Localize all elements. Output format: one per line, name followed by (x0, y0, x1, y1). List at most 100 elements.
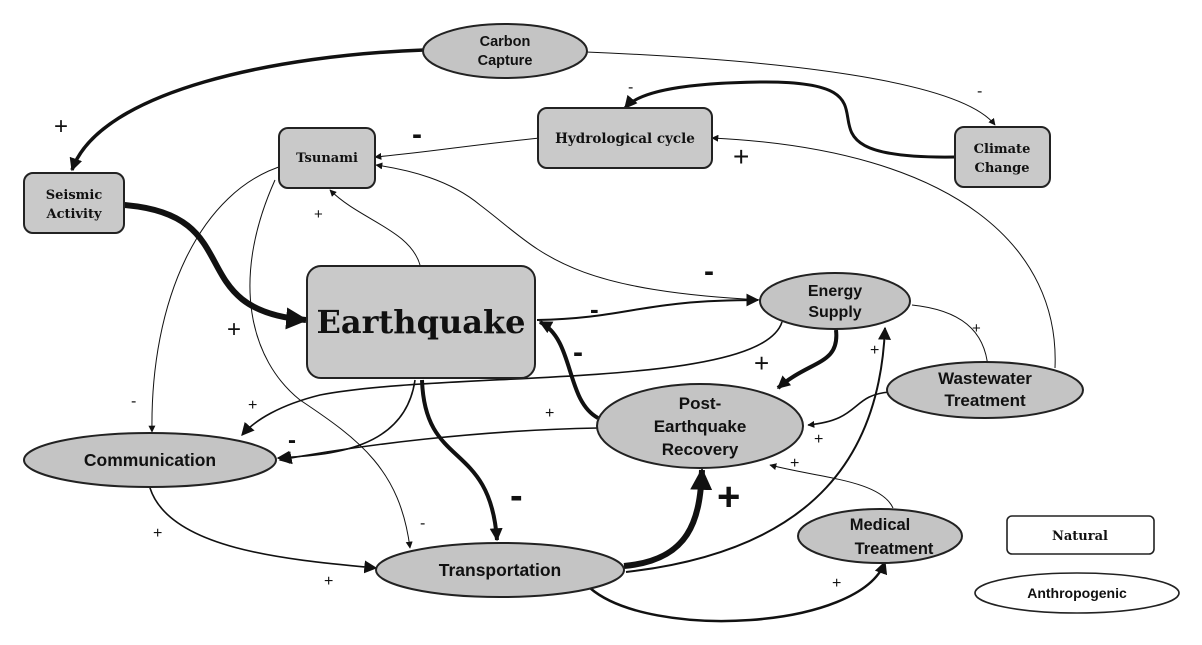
legend-natural-label: Natural (1052, 529, 1108, 544)
node-tsunami: Tsunami (278, 127, 376, 189)
node-tsunami-shape (278, 127, 376, 189)
legend: Natural Anthropogenic (974, 515, 1180, 614)
sign-plus: + (314, 206, 323, 223)
edge-energy-supply-to-recovery (776, 329, 839, 390)
node-label: Treatment (944, 391, 1026, 410)
sign-minus: - (628, 79, 633, 96)
edge-energy-supply-to-communication (241, 321, 783, 436)
node-label: Recovery (662, 440, 739, 459)
sign-minus: - (573, 336, 583, 369)
edge-seismic-activity-to-earthquake (123, 202, 309, 330)
sign-plus: + (814, 431, 823, 448)
legend-anthropogenic-shape (974, 572, 1180, 614)
edge-climate-change-to-hydrological-cycle (623, 80, 956, 159)
sign-plus: + (717, 475, 740, 519)
legend-natural-shape (1006, 515, 1155, 555)
sign-minus: - (288, 427, 296, 454)
sign-minus: - (420, 515, 425, 532)
sign-plus: + (733, 141, 749, 172)
edges (69, 48, 1056, 623)
node-label: Seismic (46, 188, 103, 203)
node-label: Treatment (855, 540, 934, 558)
node-label: Change (974, 161, 1029, 176)
edge-wastewater-to-recovery (807, 391, 891, 428)
sign-minus: - (977, 83, 982, 100)
node-label: Post- (679, 394, 722, 413)
sign-plus: + (870, 342, 879, 359)
edge-tsunami-to-transportation (249, 179, 413, 549)
node-hydrological-cycle-shape (537, 107, 713, 169)
edge-energy-supply-to-wastewater (911, 304, 991, 369)
node-post-earthquake-recovery-shape (596, 383, 804, 469)
node-hydrological-cycle: Hydrological cycle (537, 107, 713, 169)
edge-earthquake-to-tsunami (329, 189, 421, 266)
edge-tsunami-to-communication (148, 164, 286, 433)
node-climate-change: Climate Change (954, 126, 1051, 188)
node-transportation-shape (375, 542, 625, 598)
edge-wastewater-to-hydrological-cycle (711, 134, 1056, 369)
node-label: Earthquake (317, 303, 526, 341)
edge-medical-to-recovery (769, 463, 894, 509)
edge-recovery-to-communication (278, 427, 599, 465)
legend-anthropogenic-label: Anthropogenic (1027, 585, 1127, 601)
node-earthquake-shape (306, 265, 536, 379)
sign-plus: + (790, 455, 799, 472)
sign-plus: + (227, 316, 241, 343)
node-label: Supply (808, 304, 861, 321)
edge-energy-supply-to-tsunami (375, 162, 763, 301)
edge-earthquake-to-energy-supply (536, 293, 760, 321)
sign-minus: - (412, 118, 422, 151)
node-label: Energy (808, 283, 862, 300)
node-label: Hydrological cycle (555, 131, 695, 147)
node-label: Carbon (480, 34, 531, 50)
polarity-signs: + - - - + + - + - - + + + - + - + + + - … (54, 79, 982, 592)
node-label: Medical (850, 516, 911, 534)
node-label: Wastewater (938, 369, 1032, 388)
edge-earthquake-to-transportation (420, 379, 503, 542)
sign-plus: + (545, 405, 554, 422)
edge-transportation-to-recovery (623, 467, 713, 569)
sign-plus: + (832, 575, 841, 592)
edge-communication-to-transportation (140, 474, 378, 574)
node-label: Transportation (439, 560, 562, 580)
node-medical-treatment: Medical Treatment (797, 508, 963, 564)
node-seismic-activity: Seismic Activity (23, 172, 125, 234)
edge-earthquake-to-communication (276, 379, 416, 464)
node-seismic-activity-shape (23, 172, 125, 234)
sign-minus: - (131, 393, 136, 410)
node-communication-shape (23, 432, 277, 488)
edge-transportation-to-medical (589, 560, 888, 623)
node-climate-change-shape (954, 126, 1051, 188)
node-carbon-capture-shape (422, 23, 588, 79)
node-label: Earthquake (654, 417, 747, 436)
sign-plus: + (54, 113, 68, 140)
edge-carbon-capture-to-climate-change (585, 51, 996, 126)
node-label: Climate (974, 142, 1031, 157)
node-wastewater-treatment-shape (886, 361, 1084, 419)
node-communication: Communication (23, 432, 277, 488)
node-label: Communication (84, 450, 216, 470)
edge-recovery-to-earthquake (538, 320, 600, 420)
node-wastewater-treatment: Wastewater Treatment (886, 361, 1084, 419)
sign-minus: - (510, 475, 523, 517)
edge-transportation-to-energy-supply (625, 326, 892, 573)
node-carbon-capture: Carbon Capture (422, 23, 588, 79)
sign-plus: + (248, 397, 257, 414)
edge-hydrological-cycle-to-tsunami (374, 137, 541, 160)
node-energy-supply: Energy Supply (759, 272, 911, 330)
node-label: Capture (478, 53, 533, 69)
node-label: Activity (46, 207, 102, 222)
node-post-earthquake-recovery: Post- Earthquake Recovery (596, 383, 804, 469)
node-medical-treatment-shape (797, 508, 963, 564)
node-energy-supply-shape (759, 272, 911, 330)
sign-minus: - (704, 255, 714, 288)
sign-plus: + (153, 525, 162, 542)
node-earthquake: Earthquake (306, 265, 536, 379)
edge-carbon-capture-to-seismic-activity (69, 48, 425, 172)
sign-plus: + (324, 573, 333, 590)
node-label: Tsunami (296, 151, 358, 166)
sign-minus: - (590, 294, 599, 324)
sign-plus: + (754, 348, 769, 378)
sign-plus: + (972, 320, 981, 337)
